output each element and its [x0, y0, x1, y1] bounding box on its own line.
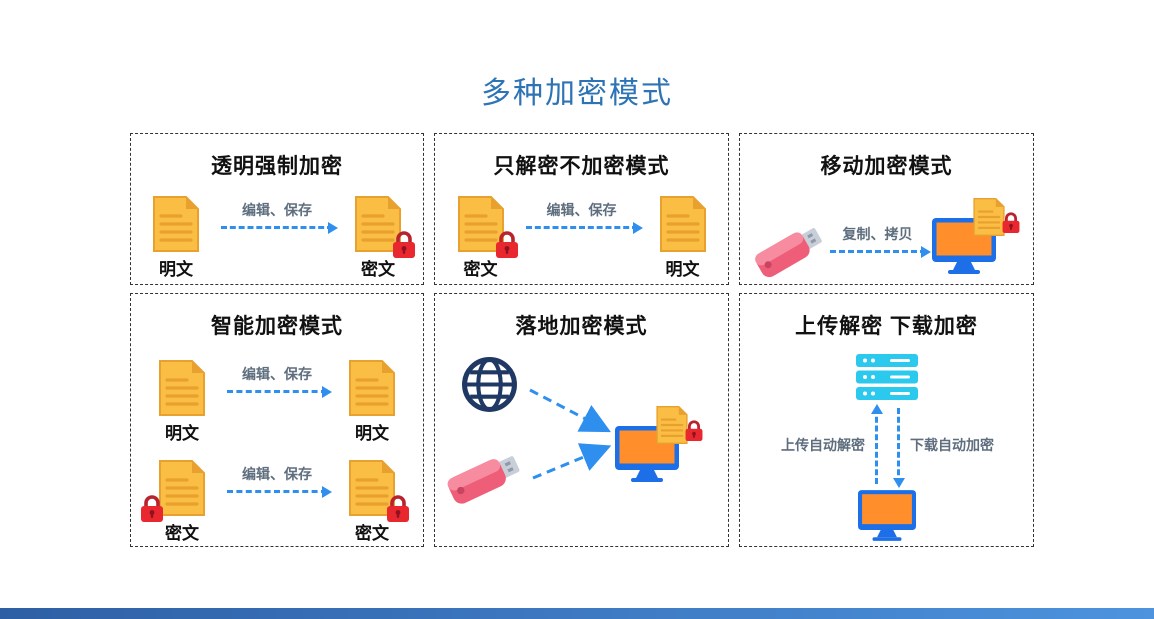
plaintext-document: 明文: [149, 360, 215, 444]
document-icon: [658, 196, 708, 252]
panel-decrypt-only-mode: 只解密不加密模式 密文 编辑、保存 明文: [434, 133, 729, 285]
monitor-icon: [858, 490, 916, 541]
ciphertext-document: 密文: [345, 196, 411, 280]
doc-label: 密文: [361, 260, 395, 279]
process-arrow: 编辑、保存: [221, 200, 338, 234]
ciphertext-document: 密文: [149, 460, 215, 544]
panel-title: 只解密不加密模式: [493, 155, 670, 178]
download-label: 下载自动加密: [910, 437, 994, 453]
panel-title: 智能加密模式: [211, 315, 343, 338]
panel-title: 上传解密 下载加密: [795, 315, 978, 338]
flow-row-plain: 明文 编辑、保存 明文: [131, 360, 423, 444]
plaintext-document: 明文: [143, 196, 209, 280]
ciphertext-document: 密文: [339, 460, 405, 544]
lock-icon: [385, 494, 411, 524]
process-arrow: 编辑、保存: [525, 200, 643, 234]
arrow-right-icon: [829, 245, 931, 258]
arrow-down-icon: [892, 408, 905, 488]
process-arrow: 编辑、保存: [227, 364, 332, 398]
flow-row-cipher: 密文 编辑、保存 密文: [131, 460, 423, 544]
panel-title: 透明强制加密: [211, 155, 343, 178]
arrow-label: 编辑、保存: [546, 202, 617, 218]
usb-drive-icon: [750, 221, 826, 283]
panel-smart-encryption-mode: 智能加密模式 明文 编辑、保存 明文 密文 编辑、保存: [130, 293, 424, 547]
flow-row: 复制、拷贝: [740, 198, 1033, 274]
bottom-accent-bar: [0, 608, 1154, 619]
panel-title: 落地加密模式: [515, 315, 648, 338]
server-icon: [856, 354, 918, 400]
lock-icon: [139, 494, 165, 524]
lock-icon: [1001, 211, 1021, 235]
lock-icon: [391, 230, 417, 260]
converging-arrows: [529, 388, 612, 480]
doc-label: 明文: [165, 424, 199, 443]
arrow-label: 复制、拷贝: [842, 226, 913, 242]
arrow-right-icon: [525, 221, 643, 234]
document-icon: [151, 196, 201, 252]
document-icon: [347, 360, 397, 416]
page-title: 多种加密模式: [481, 77, 673, 110]
lock-icon: [494, 230, 520, 260]
computer-with-encrypted-document: [932, 198, 1020, 274]
flow-row: 密文 编辑、保存 明文: [435, 196, 728, 280]
arrow-label: 编辑、保存: [242, 366, 312, 382]
process-arrow: 复制、拷贝: [829, 224, 931, 258]
ciphertext-document: 密文: [448, 196, 514, 280]
panel-transparent-forced-encryption: 透明强制加密 明文 编辑、保存 密文: [130, 133, 424, 285]
doc-label: 明文: [159, 260, 193, 279]
panel-mobile-encryption-mode: 移动加密模式 复制、拷贝: [739, 133, 1034, 285]
doc-label: 密文: [463, 260, 498, 279]
process-arrow: 编辑、保存: [227, 464, 332, 498]
panel-upload-decrypt-download-encrypt: 上传解密 下载加密 上传自动解密 下载自动加密: [739, 293, 1034, 547]
doc-label: 密文: [355, 524, 389, 543]
arrow-up-icon: [870, 404, 883, 484]
panel-landing-encryption-mode: 落地加密模式: [434, 293, 729, 547]
plaintext-document: 明文: [339, 360, 405, 444]
doc-label: 密文: [165, 524, 199, 543]
doc-label: 明文: [355, 424, 389, 443]
arrow-label: 编辑、保存: [242, 202, 312, 218]
arrow-right-icon: [221, 221, 338, 234]
arrow-label: 编辑、保存: [242, 466, 312, 482]
upload-label: 上传自动解密: [781, 437, 865, 453]
document-icon: [157, 360, 207, 416]
arrow-right-icon: [227, 385, 332, 398]
panel-title: 移动加密模式: [820, 155, 953, 178]
arrow-right-icon: [227, 485, 332, 498]
plaintext-document: 明文: [650, 196, 716, 280]
doc-label: 明文: [665, 260, 700, 279]
flow-row: 明文 编辑、保存 密文: [131, 196, 423, 280]
